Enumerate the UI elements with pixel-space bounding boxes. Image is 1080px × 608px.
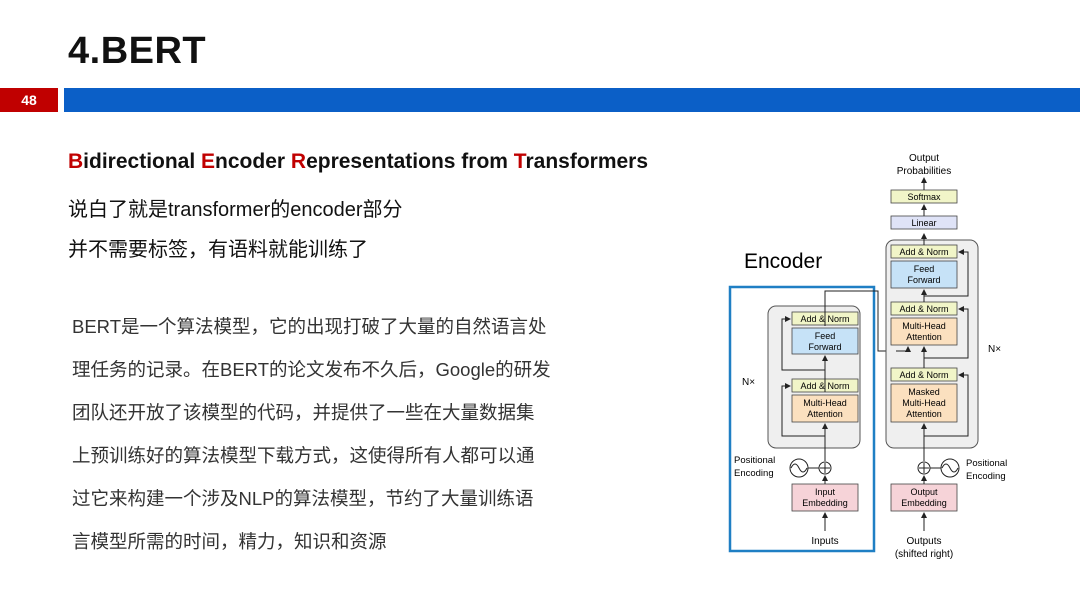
encoder-feed-forward-label-1: Feed xyxy=(815,331,836,341)
outputs-label-2: (shifted right) xyxy=(895,549,953,560)
acronym-letter-r: R xyxy=(290,150,307,173)
decoder-feed-forward-label-2: Forward xyxy=(907,275,940,285)
encoder-positional-label-2: Encoding xyxy=(734,468,774,479)
bert-acronym-expansion: Bidirectional Encoder Representations fr… xyxy=(68,150,648,174)
softmax-label: Softmax xyxy=(907,192,941,202)
output-embedding-label-1: Output xyxy=(910,487,938,497)
decoder-positional-label-2: Encoding xyxy=(966,471,1006,482)
inputs-label: Inputs xyxy=(811,536,838,547)
decoder-mha-label-2: Attention xyxy=(906,332,942,342)
encoder-multi-head-attention xyxy=(791,394,859,423)
decoder-masked-label-3: Attention xyxy=(906,409,942,419)
encoder-frame xyxy=(728,285,876,553)
paragraph-line: BERT是一个算法模型，它的出现打破了大量的自然语言处 xyxy=(72,316,547,337)
output-probabilities-label-2: Probabilities xyxy=(897,166,951,177)
encoder-positional-label-1: Positional xyxy=(734,455,775,466)
decoder-add-norm-1-label: Add & Norm xyxy=(899,370,948,380)
intro-line-1: 说白了就是transformer的encoder部分 xyxy=(68,199,403,221)
encoder-nx-label: N× xyxy=(742,377,755,388)
decoder-nx-label: N× xyxy=(988,344,1001,355)
decoder-masked-label-2: Multi-Head xyxy=(902,398,946,408)
header-bar xyxy=(64,88,1080,112)
encoder-feed-forward xyxy=(791,327,859,355)
decoder-feed-forward xyxy=(890,260,958,289)
encoder-feed-forward-label-2: Forward xyxy=(808,342,841,352)
acronym-word-e: ncoder xyxy=(215,150,291,173)
decoder-masked-attention xyxy=(890,383,958,423)
input-embedding xyxy=(791,483,859,512)
acronym-letter-e: E xyxy=(201,150,216,173)
paragraph-line: 团队还开放了该模型的代码，并提供了一些在大量数据集 xyxy=(72,402,535,423)
decoder-positional-label-1: Positional xyxy=(966,458,1007,469)
paragraph-line: 过它来构建一个涉及NLP的算法模型，节约了大量训练语 xyxy=(72,488,534,509)
intro-line-2: 并不需要标签，有语料就能训练了 xyxy=(68,239,368,261)
output-embedding xyxy=(890,483,958,512)
acronym-letter-t: T xyxy=(513,150,526,173)
bert-description-paragraph: BERT是一个算法模型，它的出现打破了大量的自然语言处 理任务的记录。在BERT… xyxy=(72,305,652,563)
decoder-add-norm-3-label: Add & Norm xyxy=(899,247,948,257)
acronym-word-r: epresentations from xyxy=(306,150,514,173)
page-number-badge: 48 xyxy=(0,88,58,112)
decoder-feed-forward-label-1: Feed xyxy=(914,264,935,274)
linear-label: Linear xyxy=(911,218,936,228)
output-probabilities-label-1: Output xyxy=(909,153,939,164)
decoder-multi-head-attention xyxy=(890,317,958,346)
decoder-mha-label-1: Multi-Head xyxy=(902,321,946,331)
input-embedding-label-2: Embedding xyxy=(802,498,848,508)
transformer-architecture-diagram: Encoder N× Add & Norm Feed Forward Add &… xyxy=(728,153,1007,560)
outputs-label-1: Outputs xyxy=(906,536,941,547)
paragraph-line: 言模型所需的时间，精力，知识和资源 xyxy=(72,531,387,552)
acronym-letter-b: B xyxy=(68,150,84,173)
input-embedding-label-1: Input xyxy=(815,487,836,497)
acronym-word-b: idirectional xyxy=(83,150,202,173)
decoder-add-norm-2-label: Add & Norm xyxy=(899,304,948,314)
output-embedding-label-2: Embedding xyxy=(901,498,947,508)
slide-title: 4.BERT xyxy=(68,30,207,72)
encoder-label: Encoder xyxy=(744,250,822,273)
acronym-word-t: ransformers xyxy=(525,150,649,173)
paragraph-line: 理任务的记录。在BERT的论文发布不久后，Google的研发 xyxy=(72,359,551,380)
encoder-mha-label-1: Multi-Head xyxy=(803,398,847,408)
encoder-mha-label-2: Attention xyxy=(807,409,843,419)
decoder-masked-label-1: Masked xyxy=(908,387,940,397)
paragraph-line: 上预训练好的算法模型下载方式，这使得所有人都可以通 xyxy=(72,445,535,466)
